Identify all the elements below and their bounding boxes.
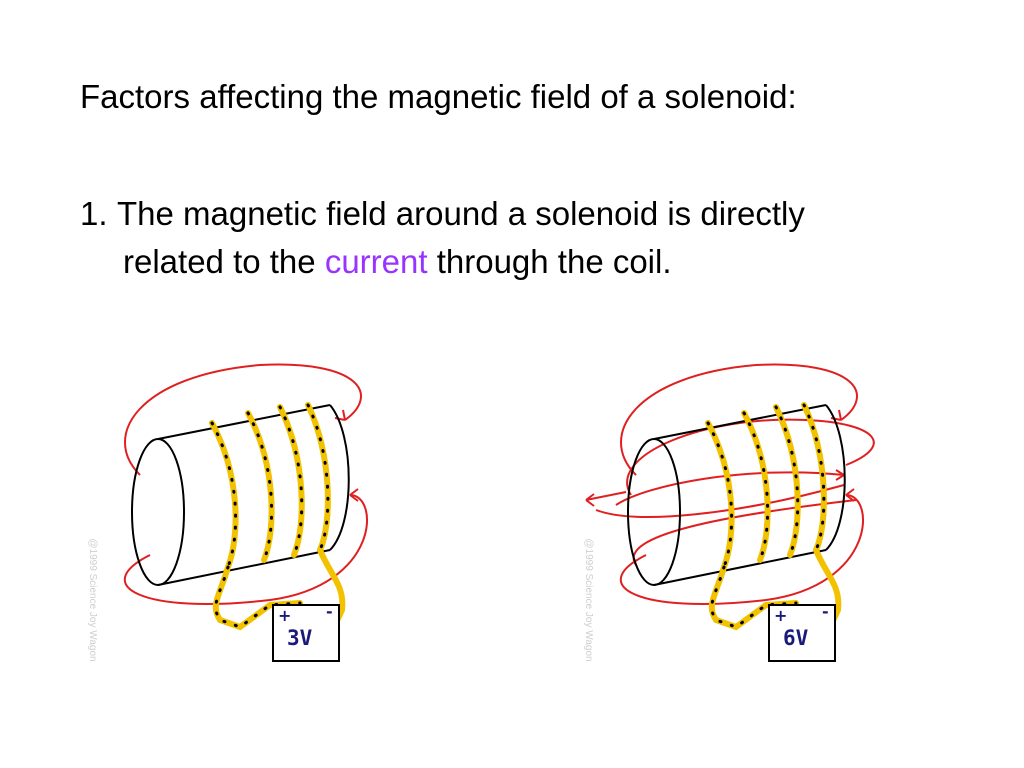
- core-bottom-edge: [157, 549, 331, 586]
- line2-text-after: through the coil.: [427, 243, 672, 280]
- coil-loop-1: [209, 420, 239, 570]
- copyright-credit: @1999 Science Joy Wagon: [583, 538, 594, 662]
- battery-box: [272, 604, 340, 662]
- field-line-left-arrow: [585, 491, 627, 507]
- arrow-head-bottom: [349, 488, 359, 502]
- arrow-head-1: [830, 409, 842, 421]
- field-line-1: [620, 363, 858, 476]
- coil-dots-3: [774, 405, 800, 557]
- coil-dots-1: [706, 421, 734, 569]
- battery-3v: + - 3V: [272, 602, 340, 662]
- field-lines: [123, 363, 368, 605]
- coil-loop-1: [705, 420, 735, 570]
- solenoid-diagram-6v: + - 6V: [585, 363, 875, 662]
- coil-dots-4: [802, 403, 826, 552]
- field-lines: [585, 363, 875, 605]
- field-line-4: [595, 484, 845, 518]
- coil-dots: [706, 403, 826, 629]
- core-bottom-edge: [653, 549, 827, 586]
- battery-minus: -: [822, 602, 829, 621]
- coil-loop-2: [245, 410, 275, 563]
- coil: [209, 402, 346, 631]
- core-top-edge: [157, 404, 331, 440]
- field-line-top: [124, 363, 362, 476]
- battery-label: 6V: [783, 626, 809, 650]
- highlight-current: current: [324, 243, 428, 280]
- coil-dots-2: [246, 411, 274, 562]
- arrow-head-6: [845, 488, 855, 502]
- field-line-5: [632, 499, 857, 566]
- solenoid-core: [627, 404, 846, 586]
- battery-6v: + - 6V: [768, 602, 836, 662]
- bullet-line-2: related to the current through the coil.: [123, 238, 980, 286]
- solenoid-diagram-3v: + - 3V: [123, 363, 368, 662]
- field-line-3: [615, 471, 845, 506]
- core-far-end: [825, 404, 846, 551]
- field-line-bottom: [123, 494, 368, 605]
- battery-label: 3V: [287, 626, 313, 650]
- line2-text-before: related to the: [123, 243, 325, 280]
- bullet-line-1: The magnetic field around a solenoid is …: [117, 195, 805, 232]
- copyright-credit: @1999 Science Joy Wagon: [87, 538, 98, 662]
- coil-lead-right: [813, 547, 842, 628]
- core-end-ellipse: [627, 438, 681, 586]
- coil: [705, 402, 842, 631]
- battery-minus: -: [326, 602, 333, 621]
- coil-dots-lead-left: [214, 565, 302, 629]
- coil-loop-3: [277, 404, 305, 558]
- solenoid-figure-6v: + - 6V @1999 Science Joy Wagon: [576, 355, 896, 675]
- core-end-ellipse: [131, 438, 185, 586]
- coil-dots-lead-left: [710, 565, 798, 629]
- coil-loop-3: [773, 404, 801, 558]
- solenoid-figure-3v: + - 3V @1999 Science Joy Wagon: [80, 355, 400, 675]
- field-line-2: [626, 418, 875, 496]
- slide-title: Factors affecting the magnetic field of …: [80, 78, 797, 115]
- coil-dots-2: [742, 411, 770, 562]
- field-line-6: [619, 494, 864, 605]
- coil-dots: [210, 403, 330, 629]
- arrow-head-top: [334, 409, 346, 421]
- arrow-head-3: [835, 469, 845, 481]
- solenoid-core: [131, 404, 350, 586]
- bullet-point-1: 1. The magnetic field around a solenoid …: [80, 190, 980, 286]
- coil-lead-right: [317, 547, 346, 628]
- bullet-number: 1.: [80, 195, 108, 232]
- coil-dots-3: [278, 405, 304, 557]
- battery-plus: +: [278, 606, 291, 625]
- coil-loop-2: [741, 410, 771, 563]
- battery-plus: +: [774, 606, 787, 625]
- core-far-end: [329, 404, 350, 551]
- battery-box: [768, 604, 836, 662]
- coil-dots-1: [210, 421, 238, 569]
- core-top-edge: [653, 404, 827, 440]
- coil-dots-4: [306, 403, 330, 552]
